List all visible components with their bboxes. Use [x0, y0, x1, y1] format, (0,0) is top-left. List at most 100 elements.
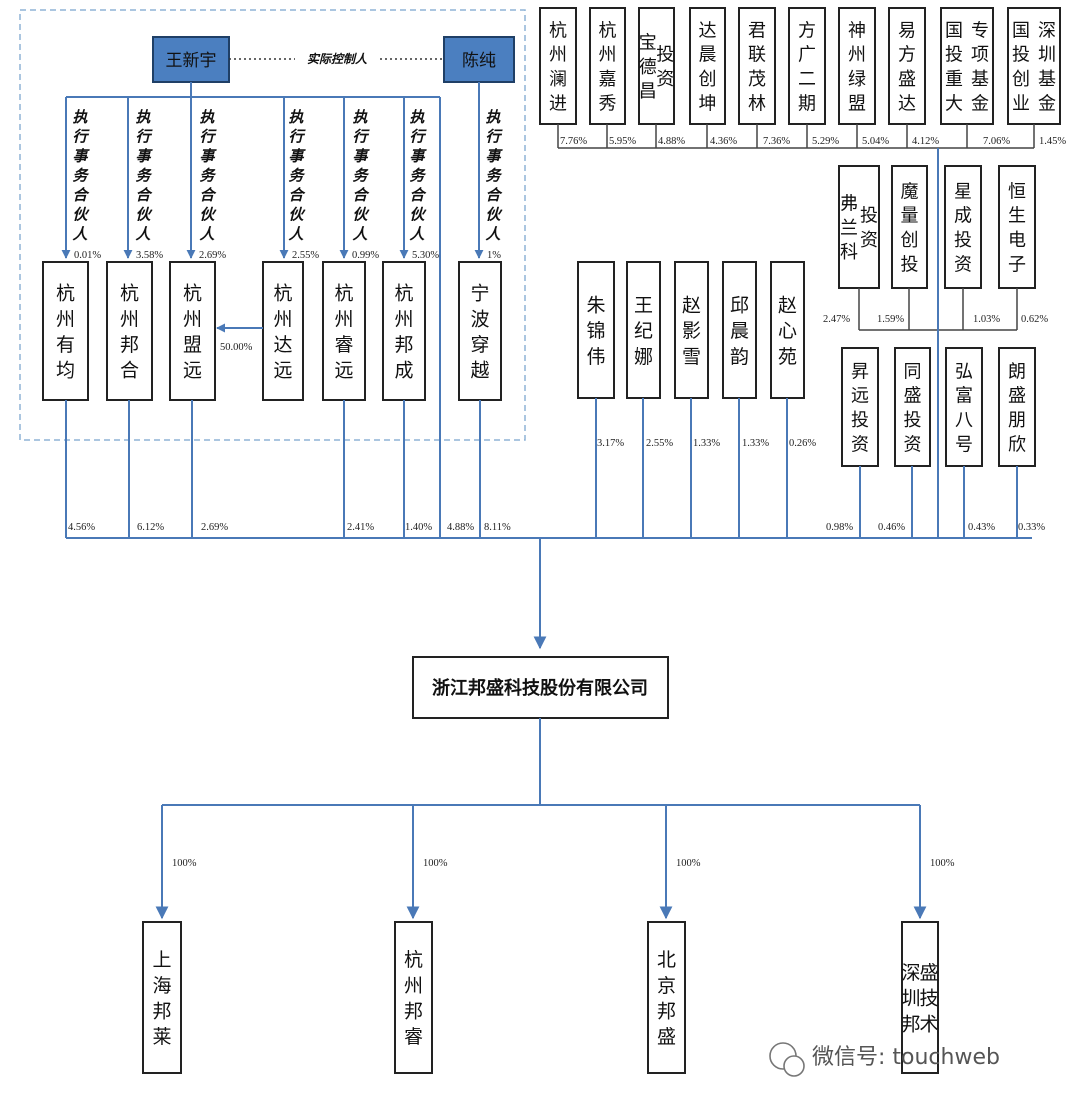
investor-label: 易方盛达	[898, 20, 916, 114]
investor-box	[788, 7, 826, 125]
platform-label: 杭州睿远	[334, 283, 353, 382]
investor-stake: 1.03%	[973, 314, 1000, 325]
partner-role-label: 执行事务合伙人	[199, 108, 217, 243]
subsidiary-stake: 100%	[423, 858, 448, 869]
investor-label: 昇远投资	[851, 361, 869, 455]
platform-banghe: 杭州邦合	[106, 261, 153, 401]
investor-box	[944, 165, 982, 289]
platform-label: 杭州邦成	[394, 283, 413, 382]
investor-label: 国投创业深圳基金	[1012, 20, 1056, 114]
individual-stake: 1.33%	[742, 438, 769, 449]
platform-label: 杭州达远	[273, 283, 292, 382]
subsidiary-stake: 100%	[930, 858, 955, 869]
gp-share-label: 5.30%	[412, 250, 439, 261]
investor-box	[940, 7, 994, 125]
platform-label: 杭州邦合	[120, 283, 139, 382]
investor-box	[998, 347, 1036, 467]
partner-role-label: 执行事务合伙人	[485, 108, 503, 243]
subsidiary-label: 上海邦莱	[152, 949, 171, 1048]
subsidiary-box	[901, 921, 939, 1074]
subsidiary-label: 杭州邦睿	[404, 949, 423, 1048]
platform-box	[382, 261, 426, 401]
investor-stake: 0.46%	[878, 522, 905, 533]
top-investor-row: 杭州澜进 杭州嘉秀 宝德昌投资 达晨创坤 君联茂林 方广二期 神州绿盟 易方盛达…	[539, 7, 1061, 125]
platform-box	[262, 261, 304, 401]
platform-label: 杭州盟远	[183, 283, 202, 382]
gp-share-label: 2.55%	[292, 250, 319, 261]
individual-label: 赵影雪	[682, 295, 701, 368]
stake-label: 4.56%	[68, 522, 95, 533]
investor-box	[689, 7, 726, 125]
investor-box	[894, 347, 931, 467]
platform-mengyuan: 杭州盟远	[169, 261, 216, 401]
platform-ningbo-chuanyue: 宁波穿越	[458, 261, 502, 401]
platform-bangcheng: 杭州邦成	[382, 261, 426, 401]
stake-label: 2.69%	[201, 522, 228, 533]
investor-box	[891, 165, 928, 289]
investor-stake: 0.62%	[1021, 314, 1048, 325]
controller-relation-label: 实际控制人	[307, 52, 368, 66]
low-investor-row: 昇远投资 同盛投资 弘富八号 朗盛朋欣	[841, 347, 1036, 467]
investor-stake: 5.29%	[812, 136, 839, 147]
investor-stake: 7.36%	[763, 136, 790, 147]
investor-stake: 4.36%	[710, 136, 737, 147]
subsidiary-box	[394, 921, 433, 1074]
platform-box	[42, 261, 89, 401]
subsidiary-stake: 100%	[676, 858, 701, 869]
investor-label: 达晨创坤	[699, 20, 717, 114]
investor-label: 杭州澜进	[549, 20, 567, 114]
platform-box	[169, 261, 216, 401]
investor-stake: 0.98%	[826, 522, 853, 533]
platform-dayuan: 杭州达远	[262, 261, 304, 401]
individual-box	[770, 261, 805, 399]
investor-stake: 4.12%	[912, 136, 939, 147]
investor-label: 杭州嘉秀	[599, 20, 617, 114]
individual-box	[577, 261, 615, 399]
investor-label: 恒生电子	[1008, 181, 1026, 275]
partner-role-label: 执行事务合伙人	[288, 108, 306, 243]
investor-stake: 0.43%	[968, 522, 995, 533]
controller-name-chen: 陈纯	[462, 51, 496, 71]
partner-role-links: 执行事务合伙人 0.01% 执行事务合伙人 3.58% 执行事务合伙人 2.69% 执行事务…	[61, 82, 503, 261]
gp-share-label: 2.69%	[199, 250, 226, 261]
gp-share-label: 0.99%	[352, 250, 379, 261]
investor-box	[638, 7, 675, 125]
individual-label: 朱锦伟	[586, 295, 605, 368]
top-investor-lines	[557, 124, 1035, 149]
investor-label: 朗盛朋欣	[1008, 361, 1026, 455]
individual-stake: 0.26%	[789, 438, 816, 449]
individual-label: 赵心苑	[778, 295, 797, 368]
partner-role-label: 执行事务合伙人	[409, 108, 427, 243]
watermark-text: 微信号: touchweb	[812, 1045, 1000, 1070]
investor-label: 神州绿盟	[848, 20, 866, 114]
platform-label: 杭州有均	[56, 283, 75, 382]
watermark: 微信号: touchweb	[769, 1042, 1000, 1077]
control-group-border	[19, 9, 526, 441]
gp-share-label: 0.01%	[74, 250, 101, 261]
investor-label: 弗兰科投资	[840, 194, 878, 264]
investor-stake: 1.45%	[1039, 136, 1066, 147]
gp-share-label: 1%	[487, 250, 501, 261]
dayuan-to-mengyuan-pct: 50.00%	[220, 342, 253, 353]
subsidiary-box	[142, 921, 182, 1074]
investor-stake: 2.47%	[823, 314, 850, 325]
platform-box	[458, 261, 502, 401]
gp-share-label: 3.58%	[136, 250, 163, 261]
investor-label: 星成投资	[954, 181, 972, 275]
subsidiary-label: 深圳邦盛技术	[901, 962, 938, 1035]
partner-role-label: 执行事务合伙人	[72, 108, 90, 243]
platform-stake-labels: 4.56% 6.12% 2.69% 2.41% 1.40% 4.88% 8.11…	[68, 522, 511, 533]
investor-box	[1007, 7, 1061, 125]
controller-box-chen	[443, 36, 515, 83]
investor-stake: 4.88%	[658, 136, 685, 147]
company-name: 浙江邦盛科技股份有限公司	[432, 677, 648, 699]
individual-stake: 3.17%	[597, 438, 624, 449]
investor-stake: 0.33%	[1018, 522, 1045, 533]
investor-box	[738, 7, 776, 125]
stake-label: 6.12%	[137, 522, 164, 533]
investor-stake: 5.04%	[862, 136, 889, 147]
investor-label: 君联茂林	[748, 20, 766, 114]
stake-label: 4.88%	[447, 522, 474, 533]
subsidiary-label: 北京邦盛	[657, 949, 676, 1048]
